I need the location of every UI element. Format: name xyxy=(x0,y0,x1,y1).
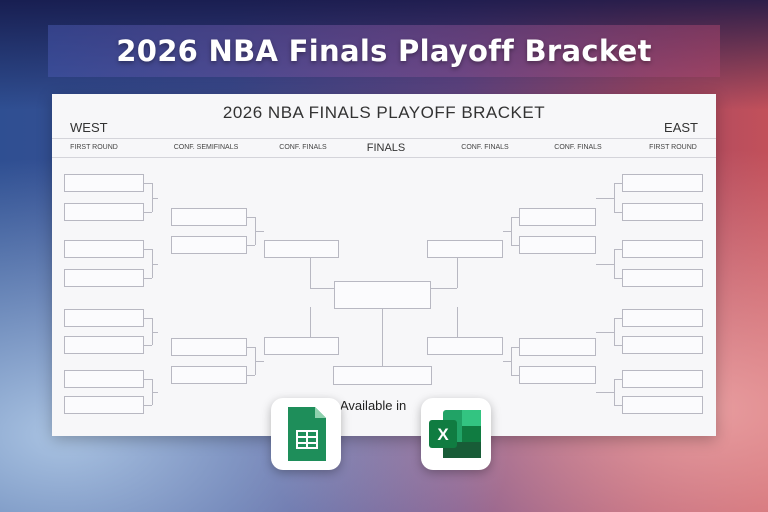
available-in-label: Available in xyxy=(340,398,407,413)
west-semifinal-slot[interactable] xyxy=(171,366,247,384)
bracket-connector xyxy=(614,249,615,278)
bracket-connector xyxy=(596,392,614,393)
google-sheets-icon xyxy=(288,407,326,461)
banner-title: 2026 NBA Finals Playoff Bracket xyxy=(116,34,652,68)
bracket-connector xyxy=(503,231,511,232)
east-first-round-slot[interactable] xyxy=(622,174,703,192)
east-conf-final-slot[interactable] xyxy=(427,240,503,258)
bracket-connector xyxy=(255,361,264,362)
bracket-connector xyxy=(310,288,334,289)
bracket-connector xyxy=(596,331,614,333)
bracket-connector xyxy=(614,379,615,405)
bracket-connector xyxy=(152,392,158,393)
bracket-connector xyxy=(144,278,152,279)
bracket-connector xyxy=(255,231,264,232)
west-conf-final-slot[interactable] xyxy=(264,337,339,355)
round-label-east-finals: CONF. FINALS xyxy=(461,144,509,151)
west-first-round-slot[interactable] xyxy=(64,396,144,414)
bracket-connector xyxy=(457,258,458,288)
bracket-connector xyxy=(247,217,255,218)
svg-text:X: X xyxy=(437,425,449,444)
bracket-connector xyxy=(431,288,457,289)
east-first-round-slot[interactable] xyxy=(622,269,703,287)
east-label: EAST xyxy=(664,120,698,135)
excel-icon: X xyxy=(429,410,481,458)
google-sheets-tile[interactable] xyxy=(271,398,341,470)
west-first-round-slot[interactable] xyxy=(64,336,144,354)
bracket-connector xyxy=(144,318,152,319)
east-first-round-slot[interactable] xyxy=(622,309,703,327)
bracket-connector xyxy=(144,249,152,250)
bracket-connector xyxy=(614,183,622,184)
bracket-connector xyxy=(144,183,152,184)
round-header-row xyxy=(52,138,716,158)
bracket-sheet: 2026 NBA FINALS PLAYOFF BRACKET WEST EAS… xyxy=(52,94,716,436)
bracket-connector xyxy=(457,307,458,337)
round-label-finals: FINALS xyxy=(366,142,406,154)
champion-slot[interactable] xyxy=(333,366,432,385)
west-semifinal-slot[interactable] xyxy=(171,208,247,226)
bracket-connector xyxy=(596,263,614,265)
round-label-east-first: FIRST ROUND xyxy=(649,144,697,151)
bracket-connector xyxy=(144,379,152,380)
bracket-connector xyxy=(614,318,615,345)
bracket-connector xyxy=(596,197,614,199)
west-first-round-slot[interactable] xyxy=(64,370,144,388)
west-first-round-slot[interactable] xyxy=(64,203,144,221)
east-semifinal-slot[interactable] xyxy=(519,208,596,226)
east-semifinal-slot[interactable] xyxy=(519,338,596,356)
west-first-round-slot[interactable] xyxy=(64,240,144,258)
bracket-connector xyxy=(247,347,255,348)
bracket-connector xyxy=(511,375,519,376)
west-first-round-slot[interactable] xyxy=(64,269,144,287)
west-semifinal-slot[interactable] xyxy=(171,338,247,356)
east-first-round-slot[interactable] xyxy=(622,396,703,414)
bracket-connector xyxy=(511,245,519,246)
bracket-connector xyxy=(614,405,622,406)
east-semifinal-slot[interactable] xyxy=(519,236,596,254)
east-first-round-slot[interactable] xyxy=(622,240,703,258)
west-first-round-slot[interactable] xyxy=(64,174,144,192)
bracket-connector xyxy=(152,197,158,199)
bracket-connector xyxy=(152,331,158,333)
round-label-west-finals: CONF. FINALS xyxy=(279,144,327,151)
title-banner: 2026 NBA Finals Playoff Bracket xyxy=(48,25,720,77)
bracket-connector xyxy=(614,345,622,346)
bracket-connector xyxy=(144,405,152,406)
bracket-connector xyxy=(152,263,158,265)
east-semifinal-slot[interactable] xyxy=(519,366,596,384)
west-label: WEST xyxy=(70,120,108,135)
bracket-connector xyxy=(144,345,152,346)
sheet-title: 2026 NBA FINALS PLAYOFF BRACKET xyxy=(222,103,546,122)
bracket-connector xyxy=(511,217,519,218)
bracket-connector xyxy=(247,375,255,376)
east-conf-final-slot[interactable] xyxy=(427,337,503,355)
east-first-round-slot[interactable] xyxy=(622,370,703,388)
round-label-east-semis: CONF. FINALS xyxy=(554,144,602,151)
excel-tile[interactable]: X xyxy=(421,398,491,470)
bracket-connector xyxy=(511,347,512,375)
west-first-round-slot[interactable] xyxy=(64,309,144,327)
finals-slot[interactable] xyxy=(334,281,431,309)
west-semifinal-slot[interactable] xyxy=(171,236,247,254)
bracket-connector xyxy=(614,379,622,380)
round-label-west-first: FIRST ROUND xyxy=(70,144,118,151)
bracket-connector xyxy=(614,278,622,279)
bracket-connector xyxy=(382,309,383,366)
bracket-connector xyxy=(511,347,519,348)
bracket-connector xyxy=(614,249,622,250)
west-conf-final-slot[interactable] xyxy=(264,240,339,258)
bracket-connector xyxy=(310,258,311,288)
bracket-connector xyxy=(614,318,622,319)
bracket-connector xyxy=(247,245,255,246)
bracket-connector xyxy=(614,212,622,213)
bracket-connector xyxy=(503,361,511,362)
bracket-connector xyxy=(511,217,512,245)
east-first-round-slot[interactable] xyxy=(622,203,703,221)
bracket-connector xyxy=(310,307,311,337)
east-first-round-slot[interactable] xyxy=(622,336,703,354)
round-label-west-semis: CONF. SEMIFINALS xyxy=(173,144,239,151)
bracket-connector xyxy=(144,212,152,213)
bracket-connector xyxy=(614,183,615,212)
